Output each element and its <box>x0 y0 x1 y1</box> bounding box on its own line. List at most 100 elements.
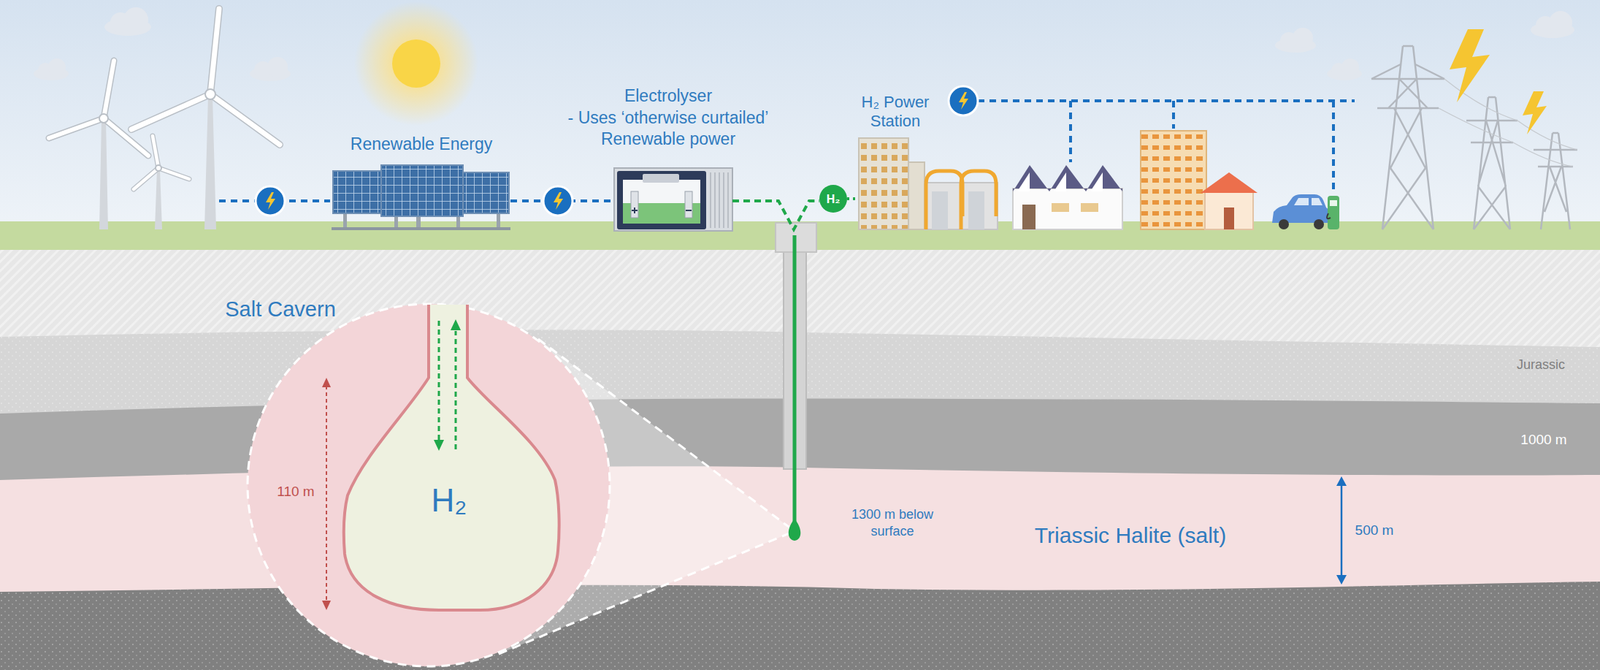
wind-turbines <box>48 60 149 156</box>
cavern-outline <box>450 319 461 331</box>
pylons <box>1466 97 1518 230</box>
wind-turbines <box>103 60 114 119</box>
electrolyser-unit <box>617 170 707 230</box>
electrolyser-unit <box>631 207 692 214</box>
clouds <box>267 56 288 78</box>
zoom-outline <box>322 600 331 610</box>
component-label: Electrolyser <box>624 85 713 106</box>
connector <box>732 200 820 230</box>
cavern-outline <box>438 320 441 441</box>
power-icon <box>553 192 564 210</box>
electric-car <box>1272 194 1331 223</box>
sky <box>0 0 1600 227</box>
wind-turbines <box>152 135 159 168</box>
power-icon <box>543 186 573 216</box>
power-icon <box>255 186 285 216</box>
clouds <box>48 58 66 76</box>
wind-turbines <box>210 8 220 95</box>
component-label: Renewable Energy <box>350 133 493 155</box>
homes <box>1140 130 1207 230</box>
wind-turbines <box>131 8 280 145</box>
factory <box>1051 203 1070 212</box>
electrolyser-box: Electrolyser- Uses ‘otherwise curtailed’… <box>614 167 733 231</box>
homes <box>1140 130 1258 230</box>
electric-car <box>1272 194 1340 230</box>
solar-panels <box>496 211 501 230</box>
power-station: H₂ Power Station <box>858 138 1000 230</box>
electric-car <box>1326 213 1331 219</box>
power-icon <box>948 86 978 116</box>
component-note: - Uses ‘otherwise curtailed’ Renewable p… <box>544 107 793 150</box>
power-icon <box>265 192 276 210</box>
wind-turbines <box>158 167 190 179</box>
salt-cavern: H₂ <box>341 316 561 612</box>
dimension-label: 500 m <box>1355 521 1395 539</box>
dimension-arrow <box>1340 483 1343 577</box>
layer-label: Triassic Halite (salt) <box>1034 522 1227 549</box>
wind-turbines <box>204 96 217 230</box>
inset-heading: Salt Cavern <box>224 296 336 323</box>
electrolyser-unit <box>614 167 733 231</box>
wind-turbines <box>133 135 190 190</box>
ground-layers <box>0 581 1600 670</box>
wind-turbines <box>133 167 159 190</box>
wind-turbines <box>48 60 149 156</box>
wind-turbines <box>99 113 109 123</box>
power-icon <box>543 186 573 216</box>
dimension-label: 110 m <box>276 482 315 500</box>
sky <box>0 0 1600 227</box>
power-station <box>961 170 997 230</box>
electrolyser-unit <box>630 191 639 218</box>
clouds <box>1341 58 1360 76</box>
electrolyser-unit <box>614 167 733 231</box>
solar-array: Renewable Energy <box>331 163 511 230</box>
power-station <box>931 191 948 230</box>
rock-layer-band: Jurassic <box>0 346 1600 404</box>
wind-turbines <box>133 135 190 190</box>
power-icon <box>958 92 969 110</box>
electrolyser-unit <box>710 172 729 228</box>
wind-turbines <box>210 8 220 95</box>
wind-turbines <box>155 165 162 171</box>
electrolyser-unit <box>642 173 680 183</box>
wind-turbines <box>154 169 163 230</box>
cavern-outline <box>433 439 444 451</box>
zoom-outline <box>247 303 610 666</box>
factory <box>1017 172 1030 192</box>
power-station <box>858 138 909 230</box>
wind-turbines <box>133 167 159 190</box>
dimension-arrow <box>1336 476 1347 585</box>
wind-turbines <box>205 89 216 100</box>
pylons <box>1371 46 1445 230</box>
wind-turbines <box>48 8 280 230</box>
sun <box>392 39 441 88</box>
wind-turbines <box>152 135 159 168</box>
depth-label: 1000 m <box>1520 430 1567 448</box>
sun <box>354 1 479 126</box>
ground-layers <box>0 581 1600 670</box>
factory <box>1090 172 1103 192</box>
pylons <box>1533 132 1578 230</box>
connector <box>847 197 859 201</box>
component-label: H₂ Power Station <box>840 92 951 131</box>
electrolyser-unit <box>684 191 693 218</box>
cavern-outline <box>343 304 560 610</box>
wind-turbines <box>131 8 280 145</box>
power-station <box>968 191 985 230</box>
dimension-arrow <box>1336 574 1347 585</box>
cavern-outline <box>454 330 458 450</box>
depth-label: 1300 m below surface <box>841 506 944 540</box>
clouds <box>123 7 149 33</box>
wind-turbines <box>210 94 280 145</box>
layer-label: Jurassic <box>1516 356 1565 373</box>
wind-turbines <box>131 94 211 130</box>
factory <box>1022 204 1036 230</box>
electrolyser-unit <box>622 179 701 224</box>
electric-car <box>1278 219 1289 230</box>
factory <box>1012 165 1123 192</box>
homes <box>1204 191 1254 230</box>
